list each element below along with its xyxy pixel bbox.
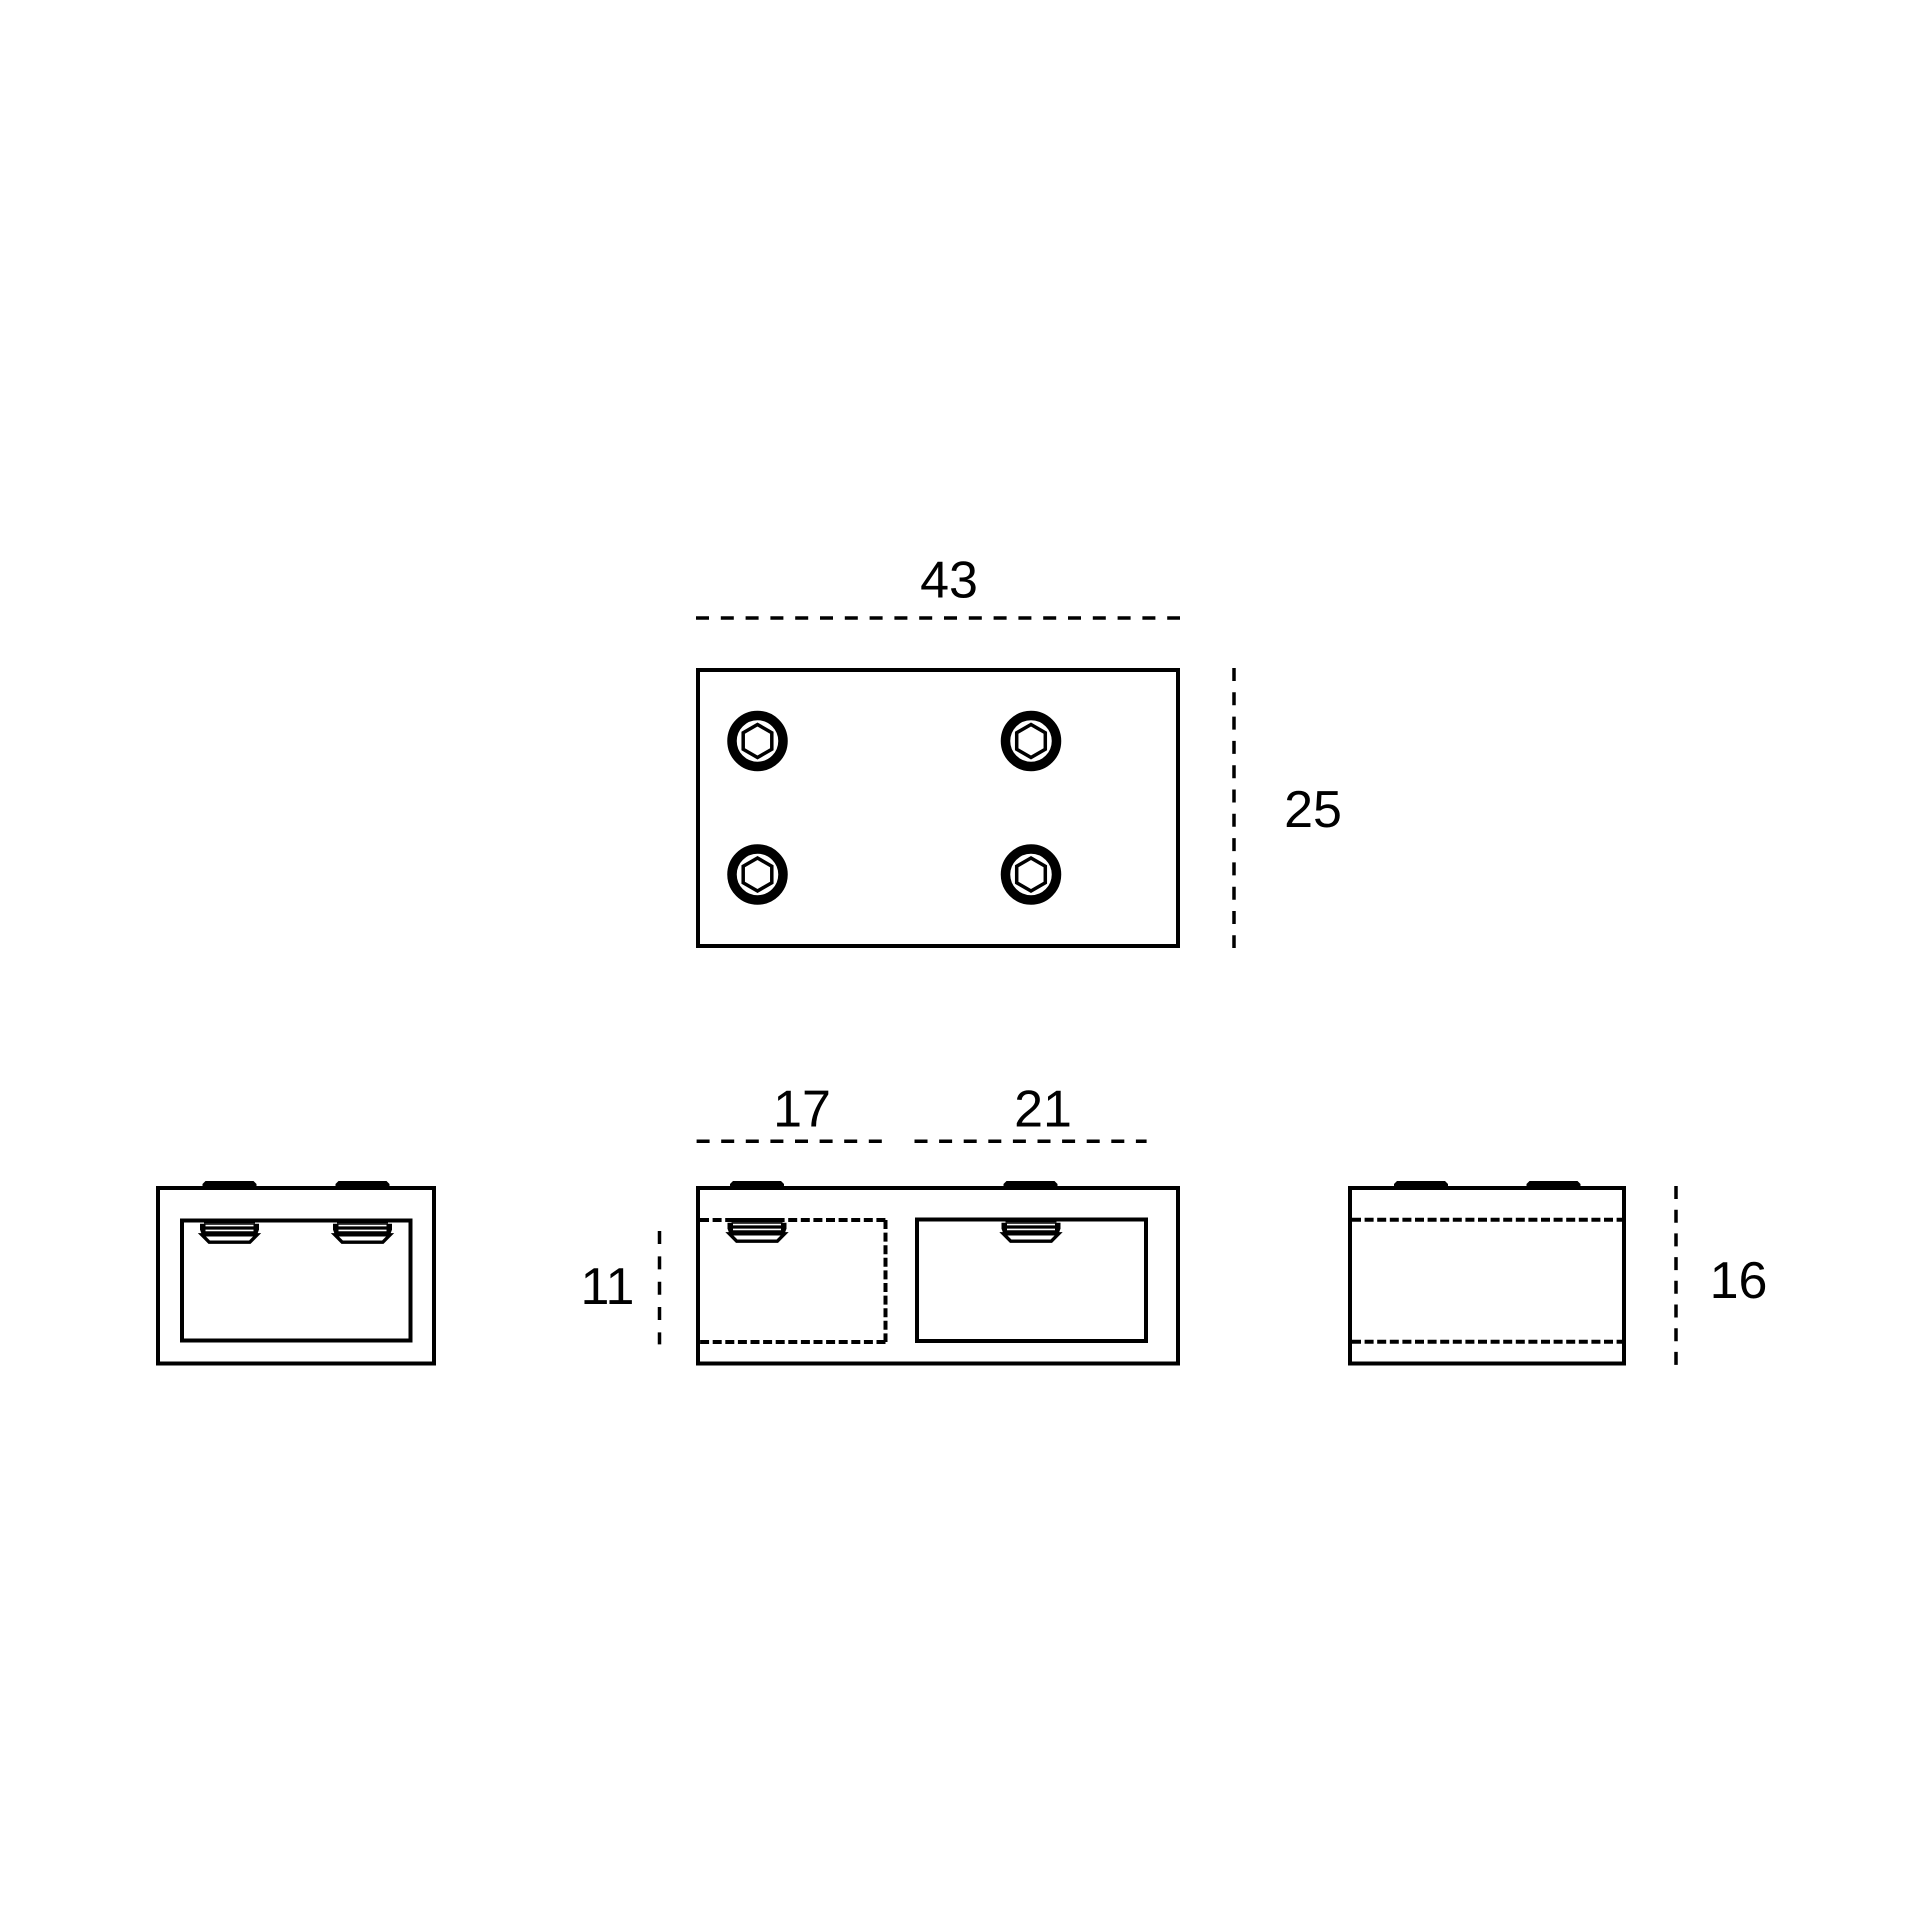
svg-text:43: 43 <box>920 552 978 610</box>
svg-text:17: 17 <box>773 1081 831 1139</box>
svg-text:11: 11 <box>581 1258 635 1316</box>
svg-text:16: 16 <box>1710 1252 1768 1310</box>
svg-text:25: 25 <box>1284 781 1342 839</box>
svg-text:21: 21 <box>1014 1081 1072 1139</box>
